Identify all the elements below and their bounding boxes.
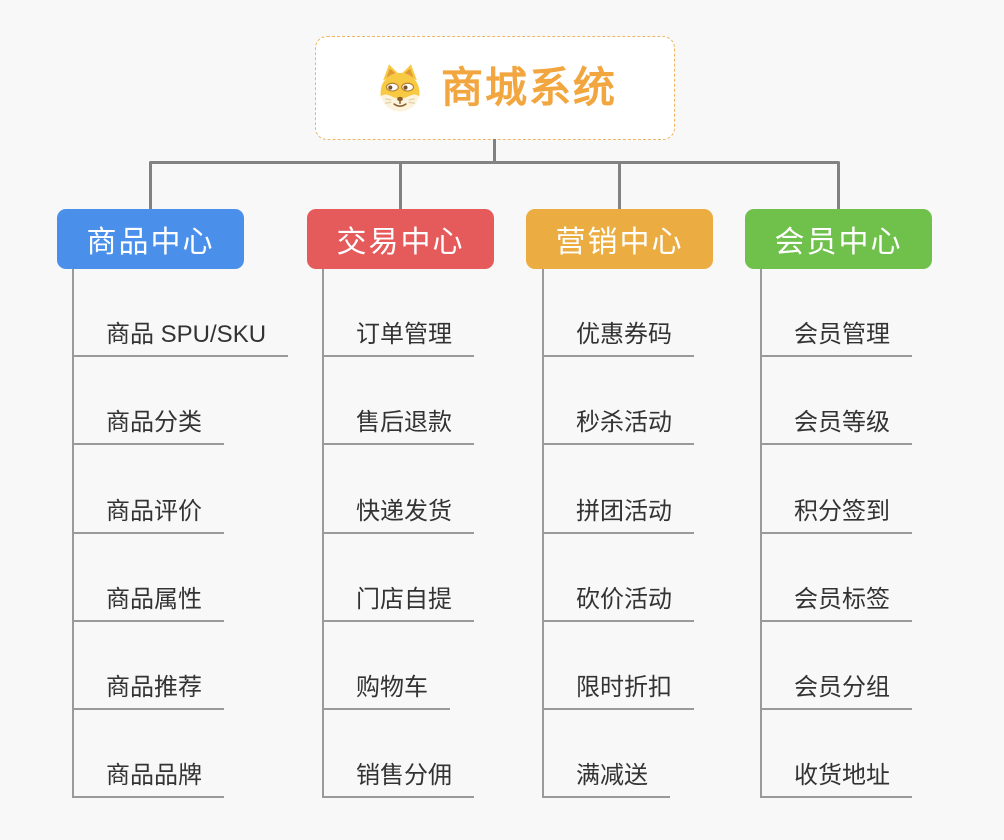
- leaf-node[interactable]: 会员标签: [760, 587, 912, 622]
- leaf-node[interactable]: 收货地址: [760, 764, 912, 799]
- leaf-node[interactable]: 优惠券码: [542, 323, 694, 358]
- leaf-row: 砍价活动: [542, 534, 694, 622]
- connector-stub-marketing: [618, 162, 621, 210]
- leaf-row: 限时折扣: [542, 622, 694, 710]
- leaf-list-trade-center: 订单管理 售后退款 快递发货 门店自提 购物车 销售分佣: [322, 269, 474, 799]
- leaf-row: 满减送: [542, 710, 694, 799]
- connector-stub-trade: [399, 162, 402, 210]
- leaf-row: 快递发货: [322, 445, 474, 534]
- branch-node-product-center[interactable]: 商品中心: [57, 209, 244, 269]
- leaf-row: 会员分组: [760, 622, 912, 710]
- leaf-row: 商品推荐: [72, 622, 288, 710]
- leaf-node[interactable]: 会员分组: [760, 675, 912, 710]
- branch-node-trade-center[interactable]: 交易中心: [307, 209, 494, 269]
- leaf-row: 商品 SPU/SKU: [72, 269, 289, 358]
- leaf-node[interactable]: 秒杀活动: [542, 411, 694, 446]
- leaf-row: 收货地址: [760, 710, 912, 799]
- leaf-node[interactable]: 满减送: [542, 764, 670, 799]
- connector-root-stub: [493, 139, 496, 163]
- leaf-node[interactable]: 订单管理: [322, 323, 474, 358]
- leaf-list-marketing-center: 优惠券码 秒杀活动 拼团活动 砍价活动 限时折扣 满减送: [542, 269, 694, 799]
- leaf-row: 商品分类: [72, 357, 288, 446]
- root-node-mall-system[interactable]: 商城系统: [315, 36, 675, 140]
- leaf-row: 优惠券码: [542, 269, 694, 358]
- leaf-row: 销售分佣: [322, 710, 474, 799]
- connector-stub-member: [837, 162, 840, 210]
- leaf-row: 商品属性: [72, 534, 288, 622]
- connector-stub-product: [149, 162, 152, 210]
- leaf-node[interactable]: 商品评价: [72, 499, 224, 534]
- leaf-row: 会员标签: [760, 534, 912, 622]
- leaf-node[interactable]: 商品推荐: [72, 675, 224, 710]
- leaf-node[interactable]: 会员等级: [760, 411, 912, 446]
- connector-bus: [149, 161, 840, 164]
- leaf-node[interactable]: 门店自提: [322, 587, 474, 622]
- leaf-node[interactable]: 快递发货: [322, 499, 474, 534]
- leaf-node[interactable]: 购物车: [322, 675, 450, 710]
- leaf-row: 拼团活动: [542, 445, 694, 534]
- leaf-row: 门店自提: [322, 534, 474, 622]
- leaf-node[interactable]: 销售分佣: [322, 764, 474, 799]
- leaf-node[interactable]: 积分签到: [760, 499, 912, 534]
- leaf-row: 商品品牌: [72, 710, 288, 799]
- leaf-row: 积分签到: [760, 445, 912, 534]
- leaf-node[interactable]: 商品分类: [72, 411, 224, 446]
- leaf-node[interactable]: 售后退款: [322, 411, 474, 446]
- branch-node-member-center[interactable]: 会员中心: [745, 209, 932, 269]
- leaf-list-member-center: 会员管理 会员等级 积分签到 会员标签 会员分组 收货地址: [760, 269, 912, 799]
- leaf-row: 售后退款: [322, 357, 474, 446]
- leaf-row: 商品评价: [72, 445, 288, 534]
- leaf-row: 购物车: [322, 622, 474, 710]
- leaf-node[interactable]: 商品属性: [72, 587, 224, 622]
- leaf-node[interactable]: 限时折扣: [542, 675, 694, 710]
- leaf-node[interactable]: 拼团活动: [542, 499, 694, 534]
- leaf-node[interactable]: 砍价活动: [542, 587, 694, 622]
- leaf-row: 秒杀活动: [542, 357, 694, 446]
- branch-node-marketing-center[interactable]: 营销中心: [526, 209, 713, 269]
- leaf-node[interactable]: 商品 SPU/SKU: [72, 323, 289, 358]
- leaf-node[interactable]: 商品品牌: [72, 764, 224, 799]
- root-title: 商城系统: [440, 64, 617, 111]
- leaf-row: 会员等级: [760, 357, 912, 446]
- leaf-node[interactable]: 会员管理: [760, 323, 912, 358]
- leaf-list-product-center: 商品 SPU/SKU 商品分类 商品评价 商品属性 商品推荐 商品品牌: [72, 269, 289, 799]
- shiba-dog-icon: [373, 61, 427, 115]
- leaf-row: 会员管理: [760, 269, 912, 358]
- leaf-row: 订单管理: [322, 269, 474, 358]
